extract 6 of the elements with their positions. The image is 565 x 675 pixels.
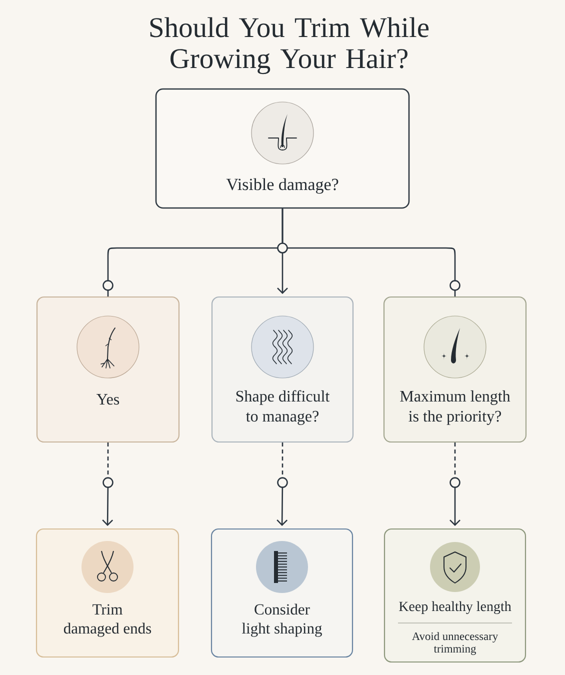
arrow: [102, 442, 114, 526]
connector: [282, 208, 460, 296]
title: Should You Trim While Growing Your Hair?: [150, 17, 429, 74]
arrow: [276, 442, 288, 526]
question-card: Visible damage?: [155, 88, 410, 209]
arrow: [450, 442, 460, 526]
